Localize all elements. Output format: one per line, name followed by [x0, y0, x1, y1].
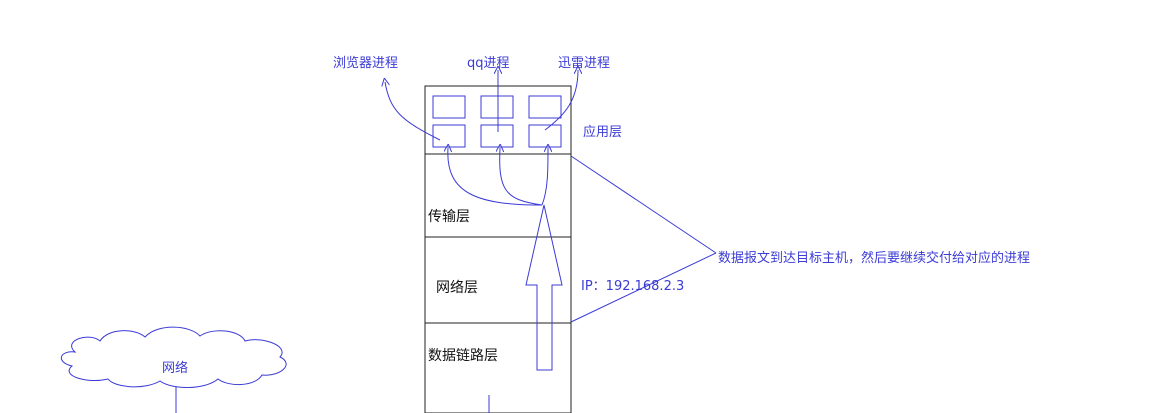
application-layer-label: 应用层 — [583, 125, 623, 140]
xunlei-process-label: 迅雷进程 — [558, 56, 611, 71]
cloud-label: 网络 — [162, 361, 189, 376]
arrow-to-browser — [385, 82, 441, 141]
process-box-bottom-1 — [432, 124, 466, 148]
process-box-top-1 — [432, 95, 466, 119]
branch-arrow-to-qq — [500, 148, 543, 206]
big-up-arrow — [525, 204, 563, 371]
annotation-line-upper — [570, 155, 717, 254]
process-box-bottom-2 — [480, 124, 514, 148]
annotation-line-lower — [570, 252, 717, 323]
process-box-top-3 — [528, 95, 562, 119]
branch-arrow-to-browser — [448, 148, 543, 206]
arrow-to-xunlei — [544, 70, 578, 131]
annotation-text: 数据报文到达目标主机，然后要继续交付给对应的进程 — [718, 251, 1031, 266]
process-box-top-2 — [480, 95, 514, 119]
branch-arrow-to-xunlei — [541, 148, 548, 206]
qq-process-label: qq进程 — [467, 56, 510, 71]
process-boxes — [432, 95, 562, 148]
network-layer-label: 网络层 — [436, 280, 478, 296]
network-cloud — [61, 326, 287, 388]
datalink-layer-label: 数据链路层 — [428, 348, 498, 364]
ip-address-label: IP：192.168.2.3 — [581, 279, 685, 294]
process-box-bottom-3 — [528, 124, 562, 148]
browser-process-label: 浏览器进程 — [333, 56, 399, 71]
transport-layer-label: 传输层 — [428, 209, 470, 225]
